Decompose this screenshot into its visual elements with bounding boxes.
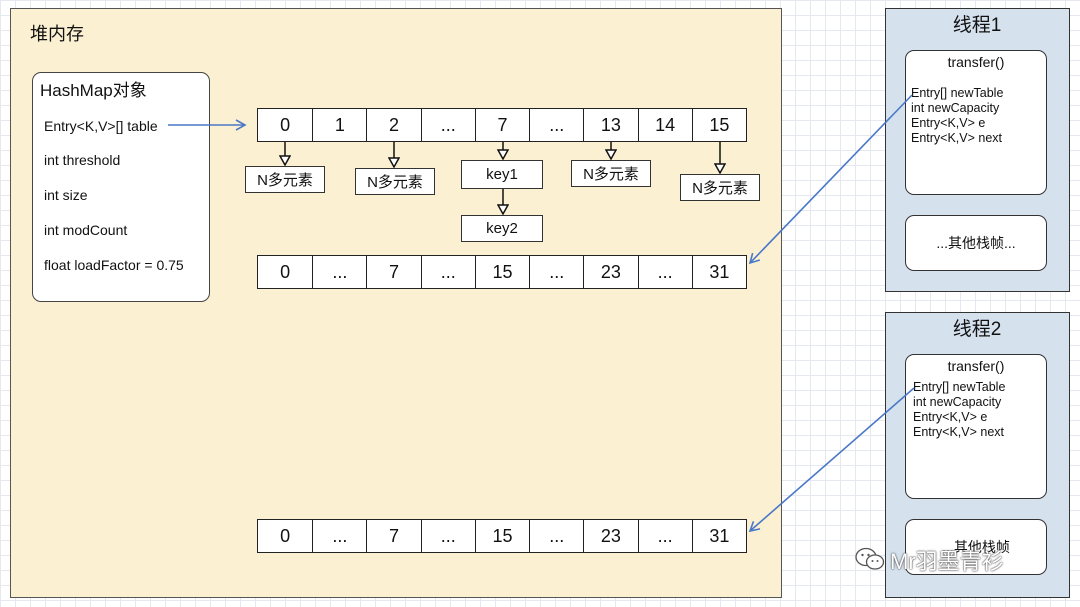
old-table-cell: 2 <box>366 109 420 141</box>
new-table-cell: 7 <box>366 520 420 552</box>
hashmap-title: HashMap对象 <box>40 81 147 100</box>
new-table-cell: 31 <box>691 520 746 552</box>
field-size: int size <box>44 187 88 203</box>
old-table-array: 0 1 2 ... 7 ... 13 14 15 <box>257 108 747 142</box>
new-table-cell: ... <box>529 520 583 552</box>
field-table: Entry<K,V>[] table <box>44 118 158 134</box>
var-newtable: Entry[] newTable <box>913 380 1006 394</box>
thread-2-transfer-frame <box>905 354 1047 499</box>
new-table-cell: ... <box>312 520 366 552</box>
field-threshold: int threshold <box>44 152 121 168</box>
var-e: Entry<K,V> e <box>913 410 988 424</box>
bucket-0-node: N多元素 <box>245 166 325 193</box>
old-table-cell: 14 <box>637 109 692 141</box>
new-table-cell: 23 <box>583 256 637 288</box>
bucket-15-node: N多元素 <box>680 174 760 201</box>
new-table-cell: 0 <box>280 261 291 282</box>
old-table-cell: 0 <box>280 114 291 135</box>
new-table-cell: 31 <box>691 256 746 288</box>
new-table-cell: ... <box>312 256 366 288</box>
var-newcapacity: int newCapacity <box>913 395 1002 409</box>
heap-label: 堆内存 <box>30 24 84 44</box>
bucket-13-node: N多元素 <box>571 160 651 187</box>
old-table-cell: 1 <box>312 109 366 141</box>
new-table-thread1: 0 ... 7 ... 15 ... 23 ... 31 <box>257 255 747 289</box>
var-newcapacity: int newCapacity <box>911 101 1000 115</box>
thread-2-local-vars: Entry[] newTable int newCapacity Entry<K… <box>913 380 1005 440</box>
bucket-2-node: N多元素 <box>355 168 435 195</box>
old-table-cell: 13 <box>583 109 637 141</box>
wechat-icon <box>855 546 885 572</box>
var-next: Entry<K,V> next <box>911 131 1003 145</box>
thread-2-other-frames: ...其他栈帧 <box>905 519 1047 575</box>
new-table-cell: ... <box>420 520 475 552</box>
new-table-cell: 15 <box>474 256 529 288</box>
new-table-cell: 0 <box>280 525 291 546</box>
hashmap-object <box>32 72 210 302</box>
thread-2-frame-title: transfer() <box>947 358 1005 374</box>
old-table-cell: 7 <box>474 109 529 141</box>
new-table-cell: ... <box>420 256 475 288</box>
thread-1-transfer-frame <box>905 50 1047 195</box>
thread-1-frame-title: transfer() <box>947 54 1005 70</box>
var-next: Entry<K,V> next <box>913 425 1005 439</box>
bucket-7-key2-node: key2 <box>461 215 543 242</box>
thread-1-local-vars: Entry[] newTable int newCapacity Entry<K… <box>911 86 1003 146</box>
thread-1-other-frames: ...其他栈帧... <box>905 215 1047 271</box>
new-table-thread2: 0 ... 7 ... 15 ... 23 ... 31 <box>257 519 747 553</box>
new-table-cell: ... <box>529 256 583 288</box>
new-table-cell: 23 <box>583 520 637 552</box>
old-table-cell: ... <box>420 109 475 141</box>
new-table-cell: 7 <box>366 256 420 288</box>
old-table-cell: 15 <box>691 109 746 141</box>
thread-1-title: 线程1 <box>952 15 1002 36</box>
var-e: Entry<K,V> e <box>911 116 986 130</box>
watermark-text: Mr羽墨青衫 <box>890 549 1004 574</box>
field-modcount: int modCount <box>44 222 128 238</box>
new-table-cell: ... <box>637 256 692 288</box>
old-table-cell: ... <box>529 109 583 141</box>
new-table-cell: 15 <box>474 520 529 552</box>
field-loadfactor: float loadFactor = 0.75 <box>44 257 184 273</box>
var-newtable: Entry[] newTable <box>911 86 1004 100</box>
new-table-cell: ... <box>637 520 692 552</box>
thread-2-title: 线程2 <box>952 319 1002 340</box>
bucket-7-key1-node: key1 <box>461 160 543 189</box>
